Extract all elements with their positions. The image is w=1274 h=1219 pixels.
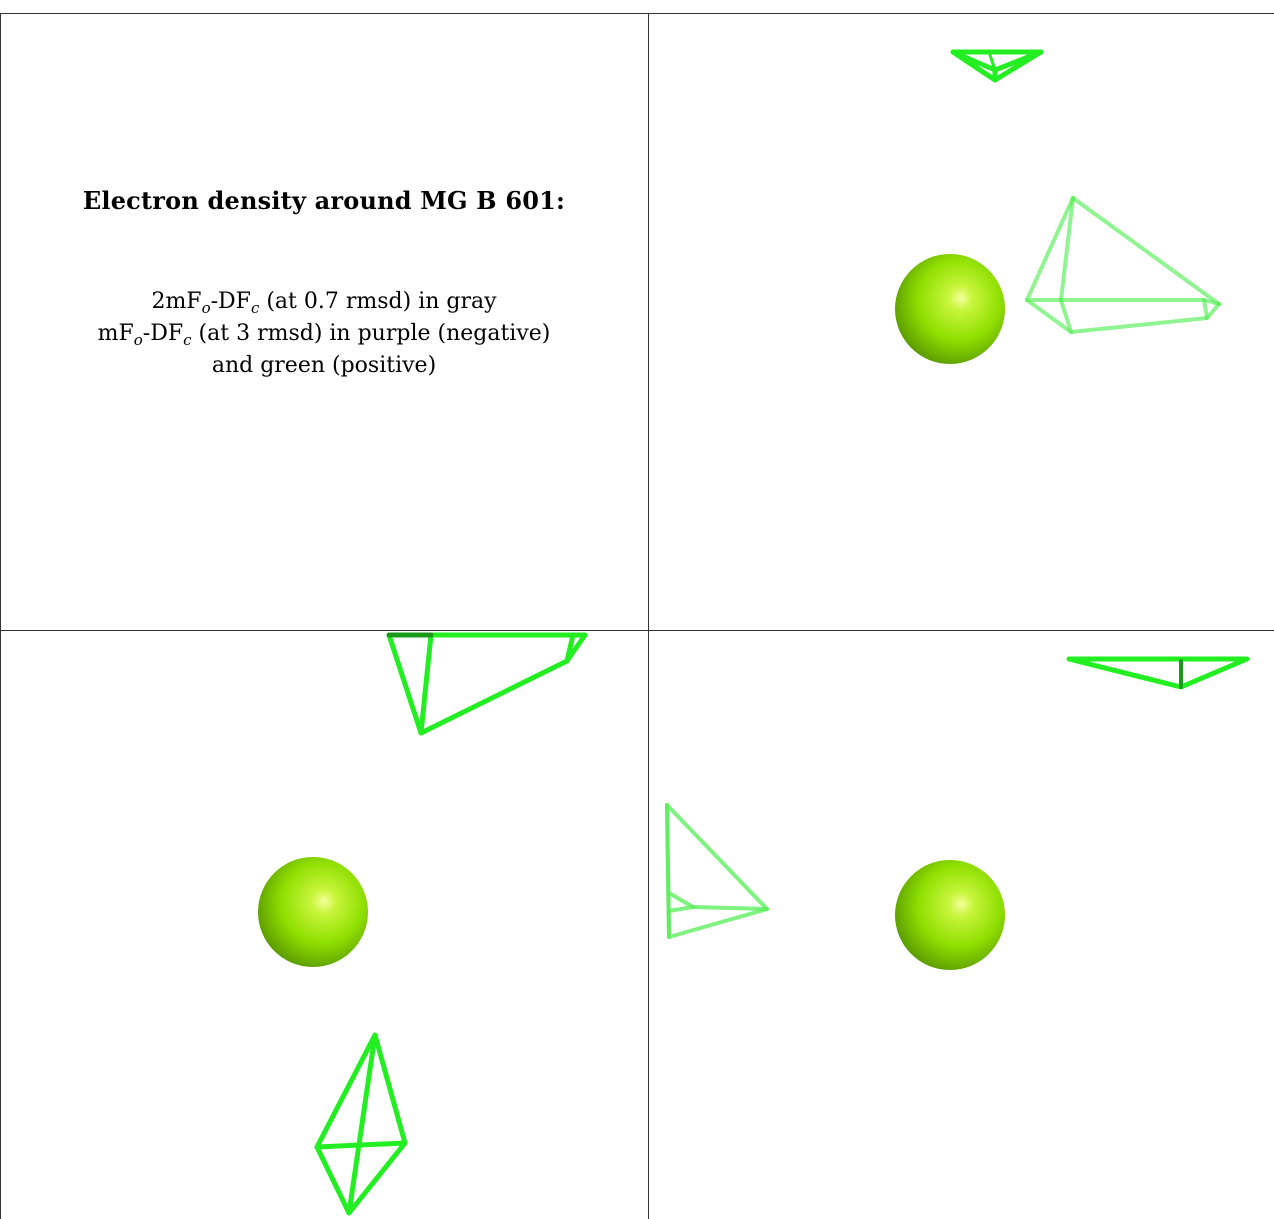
density-mesh-top	[950, 49, 1044, 83]
mg-atom	[895, 254, 1005, 364]
view-top-right	[649, 14, 1274, 630]
density-mesh-upper	[386, 632, 588, 736]
view-bottom-left	[1, 631, 648, 1219]
density-mesh-lower	[314, 1032, 408, 1216]
mg-atom	[895, 860, 1005, 970]
density-mesh-top	[1066, 656, 1250, 690]
caption-line-green: and green (positive)	[211, 353, 437, 378]
caption-line-2mfo-dfc: 2mFo-DFc (at 0.7 rmsd) in gray	[151, 289, 497, 317]
caption-body: 2mFo-DFc (at 0.7 rmsd) in gray mFo-DFc (…	[0, 286, 648, 382]
view-bottom-right	[649, 631, 1274, 1219]
frame-vertical-divider	[648, 13, 649, 1219]
caption-panel: Electron density around MG B 601: 2mFo-D…	[0, 14, 648, 630]
caption-line-mfo-dfc: mFo-DFc (at 3 rmsd) in purple (negative)	[97, 321, 551, 349]
frame-left-border	[0, 13, 1, 1219]
frame-horizontal-divider	[0, 630, 1274, 631]
density-mesh-right	[1025, 196, 1221, 334]
mg-atom	[258, 857, 368, 967]
caption-title: Electron density around MG B 601:	[82, 186, 566, 215]
frame-top-border	[0, 13, 1274, 14]
density-mesh-left	[665, 803, 769, 939]
